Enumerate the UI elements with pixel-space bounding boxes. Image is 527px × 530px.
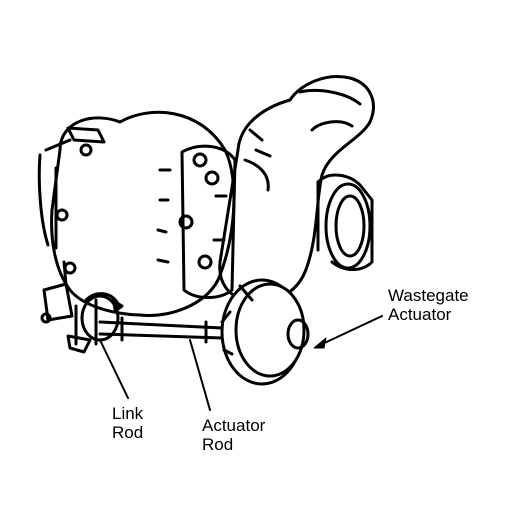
wastegate-actuator-label: Wastegate Actuator (388, 286, 469, 324)
actuator-rod-label-line-2: Rod (202, 435, 234, 454)
actuator-rod-label-line-1: Actuator (202, 416, 266, 435)
wastegate-actuator-leader (317, 315, 383, 347)
actuator-rod-leader (189, 339, 211, 411)
link-rod-leader (99, 339, 129, 399)
compressor-inlet (316, 173, 374, 271)
link-rod-label: Link Rod (112, 404, 143, 442)
wastegate-actuator-arrowhead (313, 337, 327, 349)
link-rod-label-line-1: Link (112, 404, 144, 423)
turbine-housing (37, 110, 236, 317)
wastegate-actuator-label-line-2: Actuator (388, 305, 452, 324)
wastegate-actuator (220, 278, 310, 386)
link-rod-label-line-2: Rod (112, 423, 144, 442)
actuator-rod (98, 316, 224, 344)
link-rod (40, 260, 124, 354)
actuator-rod-label: Actuator Rod (202, 416, 265, 454)
wastegate-actuator-label-line-1: Wastegate (388, 286, 469, 305)
